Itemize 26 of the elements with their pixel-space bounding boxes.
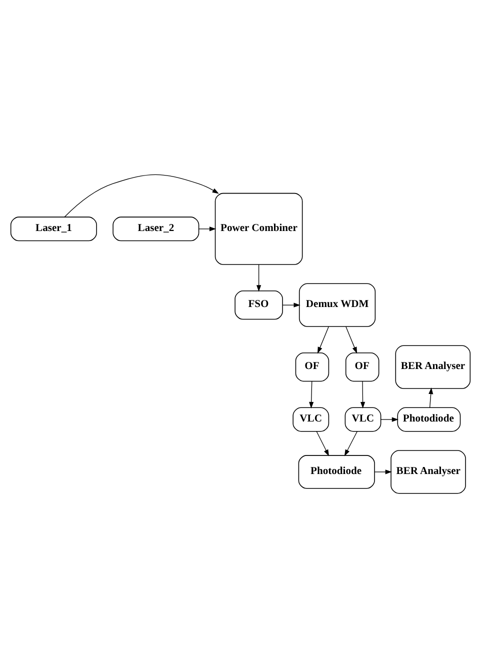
- node-box: Demux WDM: [298, 283, 376, 327]
- node-box: Laser_1: [10, 216, 97, 242]
- arrow: [316, 431, 330, 456]
- arrow: [344, 431, 358, 456]
- arrow: [282, 302, 300, 308]
- node-box: BER Analyser: [395, 345, 471, 389]
- arrow: [346, 326, 358, 354]
- node-box: OF: [345, 352, 380, 382]
- node-box: Laser_2: [112, 216, 200, 242]
- arrow: [64, 174, 219, 218]
- arrow: [317, 326, 329, 354]
- arrow: [360, 381, 366, 409]
- arrow: [256, 264, 262, 292]
- arrow: [428, 388, 434, 408]
- arrow: [309, 381, 314, 409]
- node-box: OF: [295, 352, 330, 382]
- node-box: Photodiode: [298, 455, 375, 489]
- node-box: VLC: [344, 407, 382, 432]
- arrow: [198, 226, 216, 232]
- node-box: Power Combiner: [214, 192, 303, 265]
- node-box: BER Analyser: [390, 450, 466, 494]
- node-box: VLC: [292, 407, 330, 432]
- arrow: [380, 417, 398, 422]
- node-box: Photodiode: [397, 407, 461, 432]
- node-box: FSO: [234, 290, 283, 320]
- arrow: [374, 470, 392, 474]
